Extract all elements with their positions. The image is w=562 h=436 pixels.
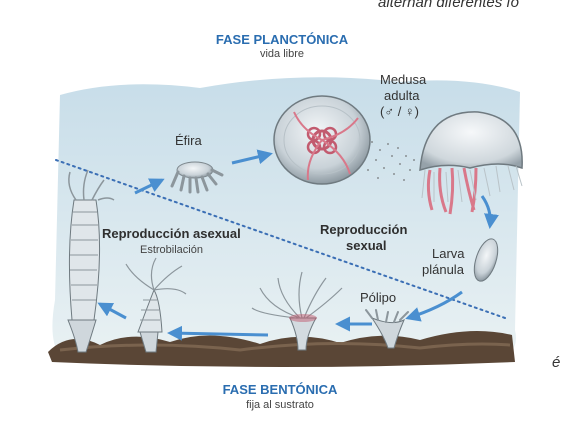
arrow-strobila-growth	[97, 302, 127, 320]
label-ephyra: Éfira	[175, 133, 202, 148]
adult-medusa-top-view	[273, 95, 371, 185]
label-adult-medusa-2: adulta	[384, 88, 420, 103]
header-cut-text: alternan diferentes fo	[378, 0, 519, 11]
label-sexual-reproduction-2: sexual	[346, 238, 387, 253]
label-adult-medusa-sex: (♂ / ♀)	[380, 104, 419, 119]
early-strobila-illustration	[125, 257, 187, 353]
side-cut-text: é	[552, 354, 561, 371]
planula-larva-illustration	[473, 238, 499, 282]
arrow-polyp-to-strobila	[167, 325, 269, 341]
label-asexual-reproduction: Reproducción asexual	[102, 226, 241, 241]
arrow-strobila-to-ephyra	[134, 178, 165, 195]
strobila-illustration	[67, 169, 115, 353]
ephyra-illustration	[170, 161, 224, 194]
label-strobilation: Estrobilación	[140, 244, 203, 256]
polyp-illustration	[251, 271, 343, 351]
arrow-medusa-to-planula	[480, 195, 499, 229]
seabed	[48, 331, 515, 367]
adult-medusa-side-view	[419, 111, 523, 215]
small-polyp-illustration	[365, 309, 409, 349]
phase-boundary-line	[55, 159, 506, 319]
label-planula-2: plánula	[422, 262, 464, 277]
water-background	[52, 77, 520, 356]
benthic-phase-title: FASE BENTÓNICA	[222, 382, 338, 397]
gametes-dots	[367, 141, 415, 181]
label-polyp: Pólipo	[360, 290, 397, 305]
label-sexual-reproduction-1: Reproducción	[320, 222, 408, 237]
benthic-phase-subtitle: fija al sustrato	[246, 399, 314, 411]
label-planula-1: Larva	[432, 246, 465, 261]
planktonic-phase-title: FASE PLANCTÓNICA	[215, 32, 349, 47]
arrow-planula-to-polyp	[405, 290, 463, 322]
label-adult-medusa-1: Medusa	[380, 72, 427, 87]
arrow-ephyra-to-medusa	[231, 149, 273, 165]
planktonic-phase-subtitle: vida libre	[259, 48, 305, 60]
